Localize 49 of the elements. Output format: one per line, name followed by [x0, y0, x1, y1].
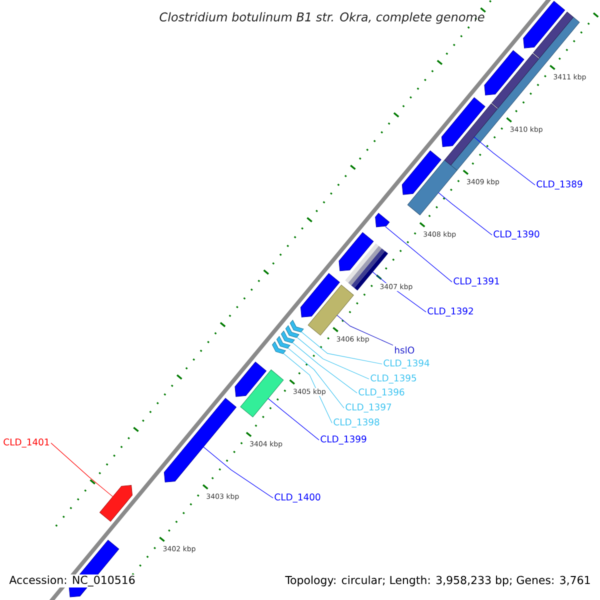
gene-label: CLD_1389: [536, 180, 582, 190]
gene-feature: [272, 341, 286, 354]
gene-feature: [484, 50, 524, 96]
gene-feature: [441, 97, 486, 147]
gene-feature: [375, 212, 390, 228]
leader-line: [203, 446, 274, 498]
leader-line: [292, 342, 358, 394]
gene-label: CLD_1390: [494, 230, 540, 240]
leader-line: [283, 353, 332, 424]
gene-feature: [338, 232, 374, 272]
leader-line: [474, 136, 536, 186]
gene-label: CLD_1395: [370, 374, 416, 384]
gene-label: CLD_1397: [346, 404, 392, 412]
leader-line: [268, 398, 320, 440]
gene-feature: [523, 0, 566, 48]
gene-feature: [164, 398, 236, 482]
gene-feature: [300, 273, 340, 318]
gene-feature: [240, 370, 284, 418]
gene-label: CLD_1399: [320, 436, 366, 444]
leader-line: [336, 314, 394, 346]
gene-label: CLD_1391: [454, 278, 499, 286]
gene-feature: [492, 53, 540, 108]
leader-line: [300, 331, 382, 364]
footer-text: Accession: NC_010516: [8, 574, 136, 588]
gene-label: CLD_1394: [384, 360, 430, 368]
leader-line: [288, 348, 344, 408]
gene-feature: [276, 336, 290, 349]
gene-label: CLD_1400: [274, 494, 320, 502]
gene-label: hslO: [395, 346, 414, 354]
gene-feature: [308, 284, 354, 336]
gene-feature: [444, 104, 498, 166]
gene-feature: [407, 160, 458, 216]
gene-label: CLD_1392: [428, 308, 473, 316]
gene-feature: [234, 362, 266, 397]
leader-line: [296, 336, 370, 380]
gene-feature: [533, 12, 574, 58]
gene-label: CLD_1398: [334, 418, 380, 428]
gene-feature: [280, 330, 295, 344]
leader-line: [50, 442, 114, 497]
leader-line: [438, 192, 492, 236]
gene-feature: [402, 150, 442, 195]
gene-feature: [290, 320, 304, 332]
gene-label: CLD_1401: [4, 438, 49, 448]
gene-label: CLD_1396: [358, 388, 404, 398]
gene-feature: [285, 325, 300, 338]
footer-text: Topology: circular; Length: 3,958,233 bp; Genes: 3,761: [284, 574, 592, 588]
leader-line: [385, 226, 452, 282]
title: Clostridium botulinum B1 str. Okra, complete genome: [160, 12, 484, 24]
gene-feature: [100, 485, 132, 522]
